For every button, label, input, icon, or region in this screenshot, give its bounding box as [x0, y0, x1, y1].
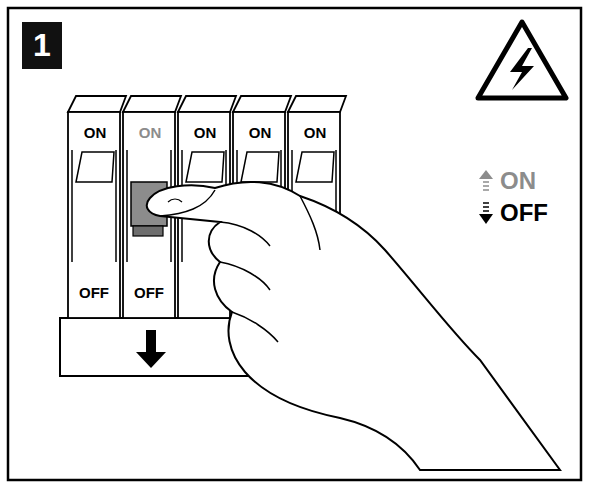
warning-symbol — [478, 22, 566, 98]
off-label: OFF — [77, 284, 111, 301]
hand — [147, 182, 560, 470]
legend-arrow — [478, 168, 494, 194]
on-label: ON — [82, 124, 109, 141]
on-label: ON — [192, 124, 219, 141]
legend-arrow — [478, 200, 494, 226]
legend-text: ON — [500, 169, 536, 193]
down-arrow — [136, 330, 166, 368]
step-badge: 1 — [22, 22, 62, 69]
legend-row: ON — [478, 168, 536, 194]
off-label: OFF — [132, 284, 166, 301]
on-label: ON — [137, 124, 164, 141]
breaker — [68, 96, 126, 318]
step-number: 1 — [33, 27, 51, 64]
on-label: ON — [302, 124, 329, 141]
legend-text: OFF — [500, 201, 548, 225]
on-label: ON — [247, 124, 274, 141]
frame — [8, 8, 581, 480]
legend-row: OFF — [478, 200, 548, 226]
